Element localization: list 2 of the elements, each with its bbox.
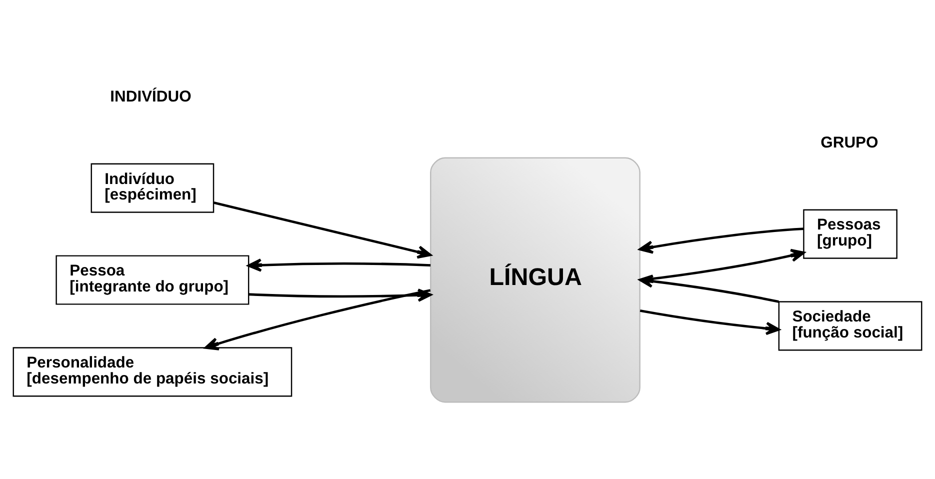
label: GRUPO [820,134,878,152]
label: INDIVÍDUO [110,88,192,106]
